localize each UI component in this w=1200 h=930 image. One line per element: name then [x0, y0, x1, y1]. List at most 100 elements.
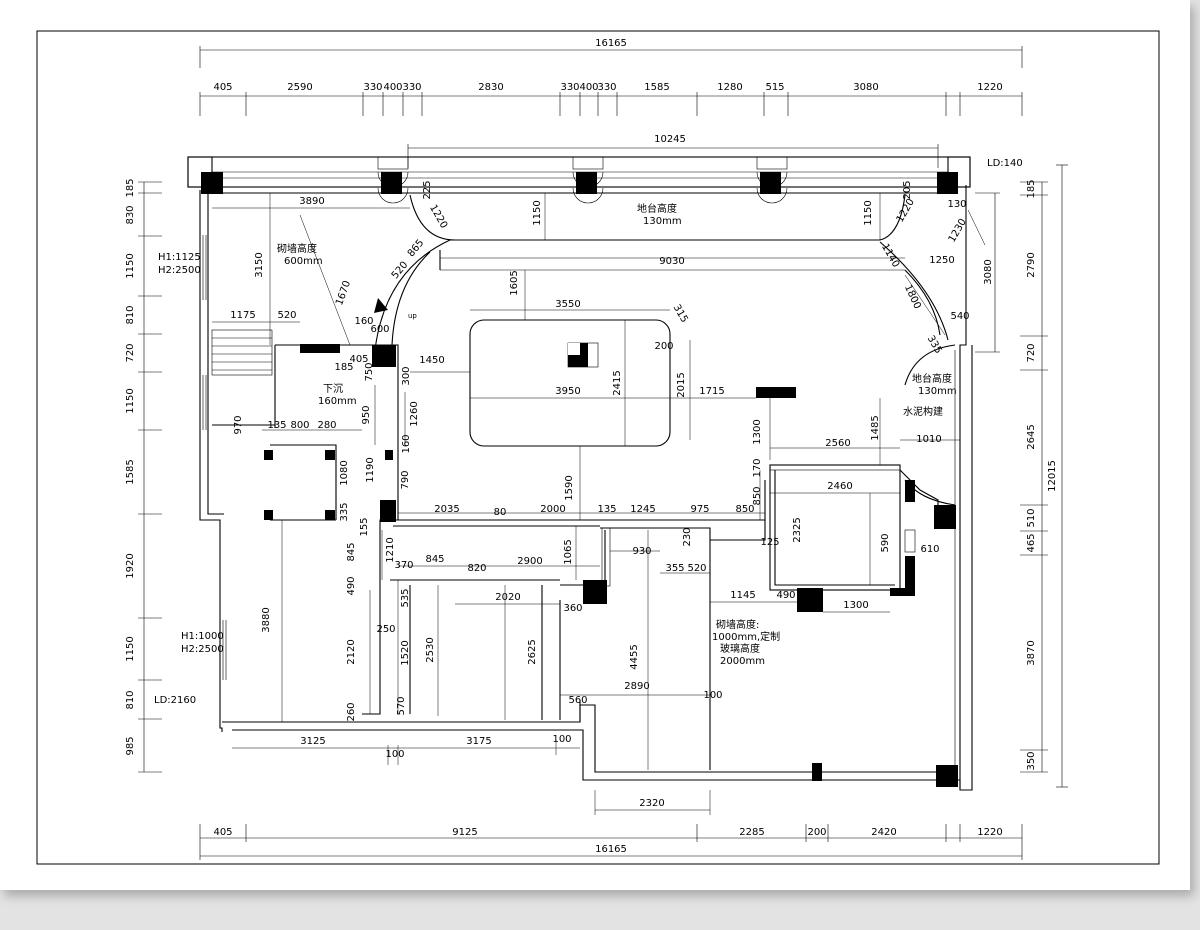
right-dim-2: 2790 [1026, 252, 1037, 277]
inner-dim-59: 2000 [540, 504, 565, 515]
inner-dim-13: 1670 [334, 279, 353, 307]
right-dim-6: 465 [1026, 533, 1037, 552]
inner-dim-29: 405 [349, 354, 368, 365]
inner-dim-88: 2120 [346, 639, 357, 664]
inner-dim-58: 80 [494, 507, 507, 518]
bottom-dim-3: 2285 [739, 827, 764, 838]
left-note-ld-lower: LD:2160 [154, 695, 196, 706]
right-overall-dim: 12015 [1047, 460, 1058, 492]
inner-dim-32: 300 [401, 366, 412, 385]
inner-dim-15: 1140 [879, 242, 901, 270]
inner-dim-23: 335 [925, 334, 944, 356]
inner-dim-48: 1080 [339, 460, 350, 485]
top-dim-11: 1280 [717, 82, 742, 93]
top-dim-8: 400 [579, 82, 598, 93]
label-wall-height-600-a: 砌墙高度 [277, 242, 317, 255]
label-sunken-b: 160mm [318, 396, 357, 407]
inner-dim-45: 1485 [870, 415, 881, 440]
left-dim-5: 720 [125, 343, 136, 362]
inner-dim-79: 490 [346, 576, 357, 595]
inner-dim-41: 950 [361, 405, 372, 424]
left-dim-10: 810 [125, 690, 136, 709]
inner-dim-17: 1605 [509, 270, 520, 295]
right-dim-8: 350 [1026, 751, 1037, 770]
inner-dim-94: 100 [703, 690, 722, 701]
inner-dim-92: 4455 [629, 644, 640, 669]
inner-dim-100: 3175 [466, 736, 491, 747]
inner-dim-1: 3890 [299, 196, 324, 207]
inner-dim-68: 1210 [385, 537, 396, 562]
inner-dim-63: 850 [735, 504, 754, 515]
left-dim-9: 1150 [125, 636, 136, 661]
inner-dim-7: 130 [947, 199, 966, 210]
island-table [469, 319, 671, 447]
inner-dim-65: 2325 [792, 517, 803, 542]
top-dim-1: 405 [213, 82, 232, 93]
inner-dim-89: 1520 [400, 640, 411, 665]
inner-dim-102: 2320 [639, 798, 664, 809]
inner-dim-90: 2530 [425, 637, 436, 662]
inner-dim-96: 570 [396, 696, 407, 715]
inner-dim-25: 520 [277, 310, 296, 321]
label-up: up [408, 312, 417, 320]
top-dim-10: 1585 [644, 82, 669, 93]
left-dim-1: 185 [125, 178, 136, 197]
inner-dim-75: 820 [467, 563, 486, 574]
inner-dim-51: 1590 [564, 475, 575, 500]
left-dim-3: 1150 [125, 253, 136, 278]
inner-dim-71: 230 [682, 527, 693, 546]
inner-dim-60: 135 [597, 504, 616, 515]
bottom-overall-dim: 16165 [595, 844, 627, 855]
inner-dim-40: 280 [317, 420, 336, 431]
right-dim-1: 185 [1026, 179, 1037, 198]
inner-dim-62: 975 [690, 504, 709, 515]
inner-dim-4: 1150 [532, 200, 543, 225]
inner-dim-73: 370 [394, 560, 413, 571]
right-dim-7: 3870 [1026, 640, 1037, 665]
left-note-h1-lower: H1:1000 [181, 631, 224, 642]
top-dim-13: 3080 [853, 82, 878, 93]
inner-dim-44: 1300 [752, 419, 763, 444]
left-note-h2-lower: H2:2500 [181, 644, 224, 655]
left-dim-4: 810 [125, 305, 136, 324]
inner-dim-47: 1010 [916, 434, 941, 445]
label-cement: 水泥构建 [903, 405, 943, 418]
top-dimension-chain: 16165 405 2590 330 400 330 2830 330 400 … [199, 38, 1023, 169]
inner-dim-20: 200 [654, 341, 673, 352]
drawing-sheet: 16165 405 2590 330 400 330 2830 330 400 … [0, 0, 1190, 890]
inner-dim-3: 1220 [427, 203, 449, 231]
ld-top-note: LD:140 [987, 158, 1023, 169]
inner-dim-28: 185 [334, 362, 353, 373]
inner-dim-77: 355 [665, 563, 684, 574]
top-dim-9: 330 [597, 82, 616, 93]
inner-dim-69: 845 [346, 542, 357, 561]
top-dim-2: 2590 [287, 82, 312, 93]
inner-dim-33: 3950 [555, 386, 580, 397]
inner-dim-87: 250 [376, 624, 395, 635]
inner-dim-46: 2560 [825, 438, 850, 449]
right-dimension-chain: 185 2790 720 2645 510 465 3870 350 12015… [975, 164, 1068, 788]
inner-dim-81: 2020 [495, 592, 520, 603]
inner-dim-86: 3880 [261, 607, 272, 632]
inner-dim-43: 160 [401, 434, 412, 453]
inner-dim-18: 3550 [555, 299, 580, 310]
top-dim-5: 330 [402, 82, 421, 93]
inner-dim-49: 1190 [365, 457, 376, 482]
top-dim-7: 330 [560, 82, 579, 93]
inner-dim-14: 9030 [659, 256, 684, 267]
frame-border [36, 30, 1160, 865]
inner-dim-54: 850 [752, 486, 763, 505]
inner-dim-55: 335 [339, 502, 350, 521]
label-glass-b: 1000mm,定制 [712, 630, 780, 643]
inner-dim-66: 590 [880, 533, 891, 552]
inner-dim-78: 520 [687, 563, 706, 574]
inner-dim-6: 205 [902, 180, 913, 199]
inner-dim-5: 1150 [863, 200, 874, 225]
left-dim-7: 1585 [125, 459, 136, 484]
top-dim-12: 515 [765, 82, 784, 93]
inner-dim-84: 490 [776, 590, 795, 601]
inner-dim-22: 540 [950, 311, 969, 322]
right-dim-5: 510 [1026, 508, 1037, 527]
inner-dim-61: 1245 [630, 504, 655, 515]
